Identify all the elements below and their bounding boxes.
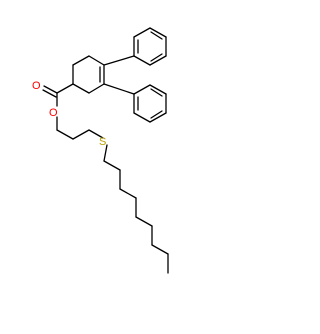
octyl-chain <box>103 160 169 274</box>
ethylthio-linker <box>56 129 108 162</box>
cyclohexene-ring <box>72 55 105 94</box>
sulfur-label: S <box>99 136 106 148</box>
phenyl-substituent-bonds <box>103 55 135 95</box>
lower-phenyl-ring <box>133 84 167 123</box>
chemical-structure-diagram: O O S <box>32 27 169 274</box>
ester-group <box>42 83 74 131</box>
carbonyl-oxygen-label: O <box>32 80 41 92</box>
upper-phenyl-ring <box>133 27 167 66</box>
ester-oxygen-label: O <box>49 107 58 119</box>
